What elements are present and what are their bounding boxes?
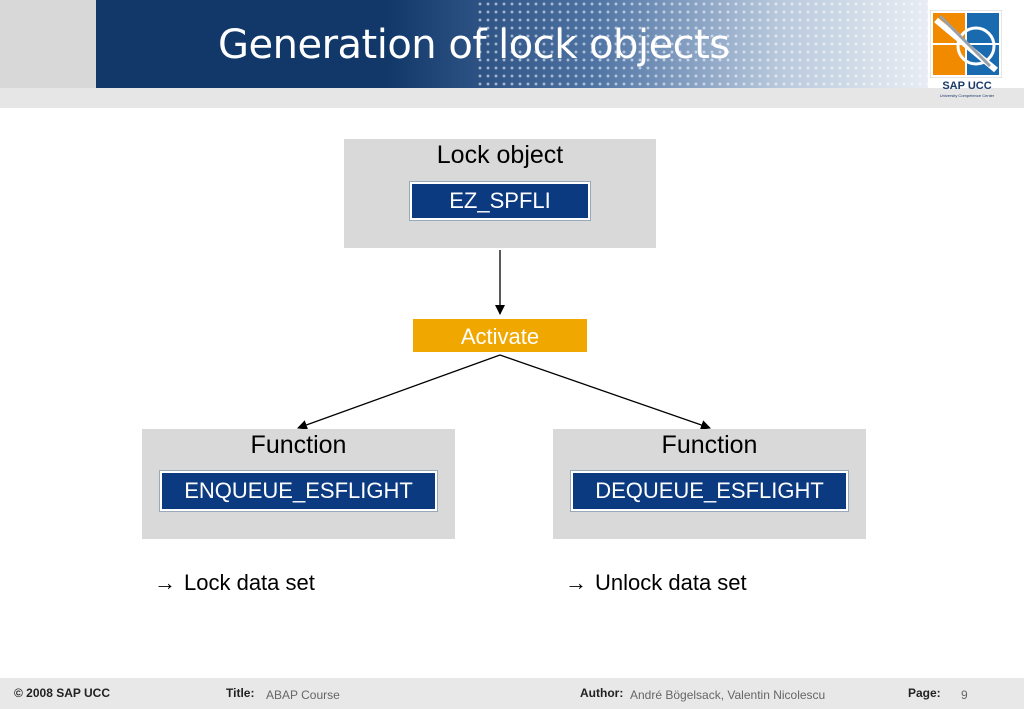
dequeue-function-title: Function: [661, 431, 758, 459]
footer-page-label: Page:: [908, 686, 941, 700]
logo-text: SAP UCC: [942, 80, 992, 92]
logo-subtext: University Competence Center: [939, 93, 995, 98]
right-arrow-icon: →: [565, 570, 587, 595]
sap-ucc-logo: SAP UCC University Competence Center: [928, 8, 1006, 100]
enqueue-note-text: Lock data set: [184, 570, 315, 595]
enqueue-function-box: Function ENQUEUE_ESFLIGHT: [142, 429, 455, 539]
sap-ucc-logo-icon: [930, 10, 1002, 78]
footer-title-label: Title:: [226, 686, 255, 700]
enqueue-note: → Lock data set: [154, 570, 315, 596]
footer-bar: [0, 678, 1024, 709]
footer-copyright: © 2008 SAP UCC: [14, 686, 110, 700]
header-left-panel: [0, 0, 96, 88]
footer-page-number: 9: [961, 688, 968, 702]
lock-object-name: EZ_SPFLI: [410, 182, 590, 220]
footer-author-label: Author:: [580, 686, 624, 700]
header-bottom-strip: [0, 88, 1024, 108]
dequeue-note: → Unlock data set: [565, 570, 747, 596]
lock-object-title: Lock object: [436, 141, 564, 169]
activate-step: Activate: [412, 318, 588, 353]
dequeue-function-name: DEQUEUE_ESFLIGHT: [571, 471, 848, 511]
slide-title: Generation of lock objects: [218, 22, 730, 68]
footer-author-value: André Bögelsack, Valentin Nicolescu: [630, 688, 826, 702]
header-dot-pattern: [476, 0, 928, 88]
lock-object-box: Lock object EZ_SPFLI: [344, 139, 656, 248]
enqueue-function-name: ENQUEUE_ESFLIGHT: [160, 471, 437, 511]
arrow-activate-to-enqueue: [297, 354, 501, 430]
dequeue-function-box: Function DEQUEUE_ESFLIGHT: [553, 429, 866, 539]
header-band: [96, 0, 928, 88]
dequeue-note-text: Unlock data set: [595, 570, 747, 595]
right-arrow-icon: →: [154, 570, 176, 595]
enqueue-function-title: Function: [250, 431, 347, 459]
footer-title-value: ABAP Course: [266, 688, 340, 702]
arrow-activate-to-dequeue: [499, 354, 711, 430]
